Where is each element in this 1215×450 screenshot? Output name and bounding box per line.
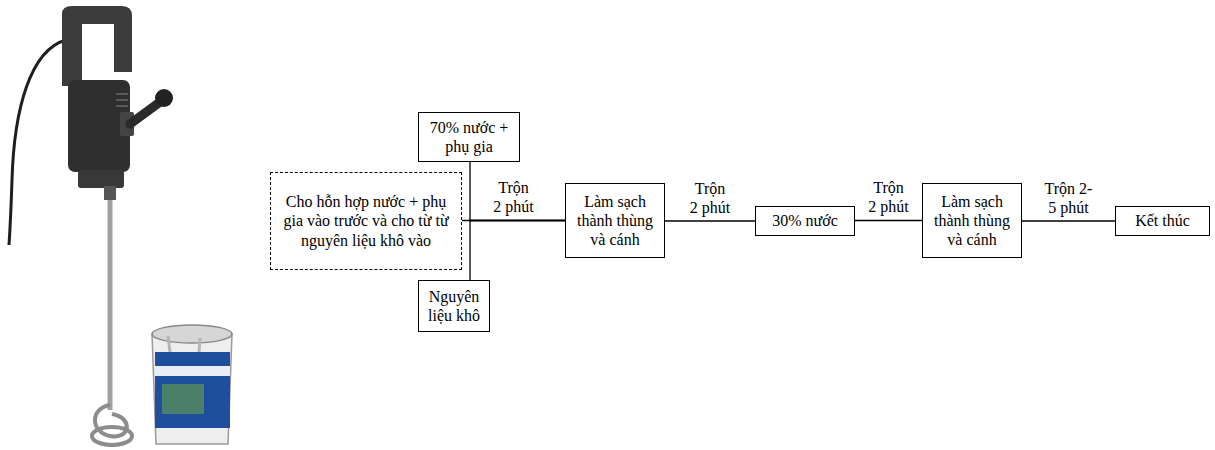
node-text: Cho hỗn hợp nước + phụ gia vào trước và … bbox=[278, 192, 454, 250]
connector-line bbox=[1022, 220, 1115, 221]
process-box: 70% nước + phụ gia bbox=[418, 112, 520, 162]
vent-line bbox=[116, 99, 128, 101]
vent-line bbox=[116, 93, 128, 95]
node-text: 70% nước + phụ gia bbox=[426, 118, 512, 156]
paint-drip bbox=[168, 336, 200, 352]
connector-line bbox=[470, 221, 565, 281]
connector-line bbox=[470, 162, 565, 221]
mixer-shaft bbox=[108, 200, 113, 410]
mixer-paddle-ring bbox=[92, 427, 132, 445]
edge-label: Trộn 2-5 phút bbox=[1045, 179, 1093, 217]
drill-grip bbox=[62, 6, 132, 86]
node-text: Nguyên liệu khô bbox=[426, 287, 482, 325]
vent-line bbox=[116, 105, 128, 107]
process-box: Nguyên liệu khô bbox=[418, 280, 490, 332]
process-box: Làm sạch thành thùng và cánh bbox=[922, 183, 1022, 258]
connector-line bbox=[855, 220, 922, 221]
gear-housing bbox=[78, 170, 124, 188]
side-handle bbox=[130, 102, 160, 124]
label-picture bbox=[162, 384, 204, 414]
process-box: Kết thúc bbox=[1115, 206, 1210, 236]
label-band bbox=[155, 366, 230, 376]
node-text: 30% nước bbox=[772, 211, 838, 230]
note-box: Cho hỗn hợp nước + phụ gia vào trước và … bbox=[270, 172, 462, 270]
chuck bbox=[104, 186, 116, 200]
bucket-body bbox=[152, 334, 232, 444]
node-text: Làm sạch thành thùng và cánh bbox=[573, 192, 657, 250]
mixer-paddle bbox=[95, 405, 127, 436]
node-text: Kết thúc bbox=[1135, 211, 1190, 230]
bucket-lid bbox=[152, 325, 232, 343]
edge-label: Trộn 2 phút bbox=[493, 178, 534, 216]
process-box: Làm sạch thành thùng và cánh bbox=[565, 183, 665, 258]
connector-line bbox=[665, 220, 755, 221]
handle-knob bbox=[155, 89, 173, 107]
process-box: 30% nước bbox=[755, 206, 855, 236]
edge-label: Trộn 2 phút bbox=[868, 178, 909, 216]
edge-label: Trộn 2 phút bbox=[690, 179, 731, 217]
power-cord bbox=[9, 40, 66, 245]
node-text: Làm sạch thành thùng và cánh bbox=[930, 192, 1014, 250]
bucket-label bbox=[155, 352, 230, 428]
